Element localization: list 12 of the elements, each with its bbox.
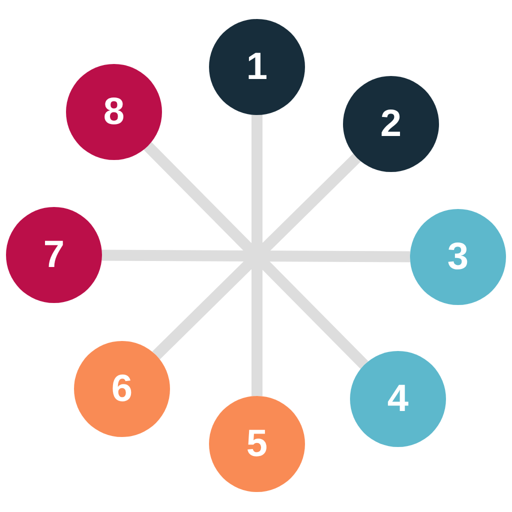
circle-number: 2 [380, 105, 402, 143]
connector-line [102, 250, 410, 262]
circle-number: 6 [111, 370, 133, 408]
connector-line [144, 142, 368, 369]
circle-number: 4 [387, 380, 409, 418]
circle-number: 1 [246, 48, 268, 86]
circle-number: 3 [447, 238, 469, 276]
circle-number: 5 [246, 425, 268, 463]
connector-line [152, 154, 361, 360]
connector-line [252, 115, 262, 396]
circle-number: 8 [103, 93, 125, 131]
circle-number: 7 [43, 236, 65, 274]
